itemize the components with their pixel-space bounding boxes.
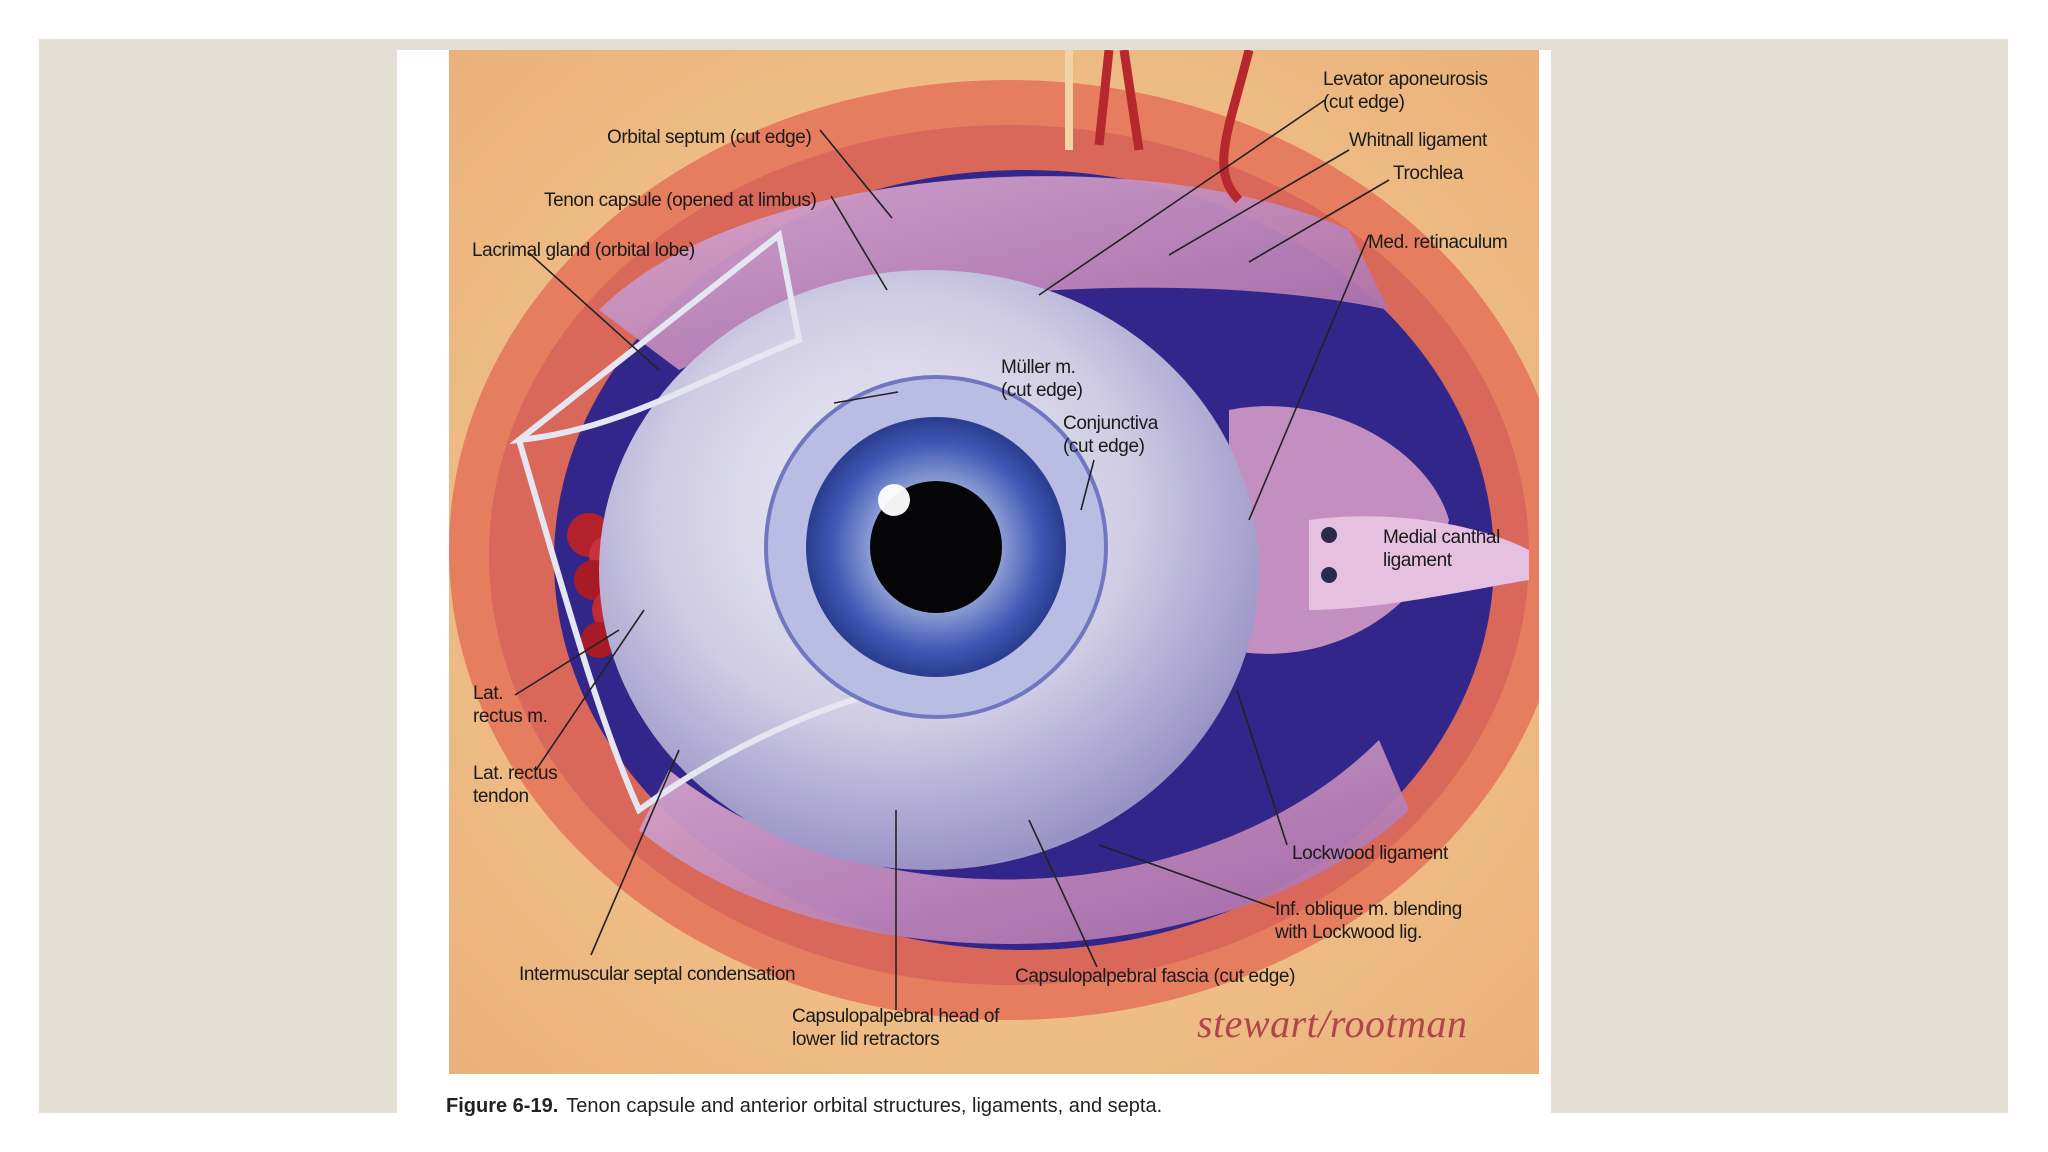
- figure-caption-text: Tenon capsule and anterior orbital struc…: [566, 1095, 1163, 1117]
- pupil: [870, 481, 1002, 613]
- label-orbital-septum: Orbital septum (cut edge): [607, 127, 812, 148]
- label-lat-rectus-m: Lat. rectus m.: [473, 683, 548, 727]
- label-muller-m: Müller m. (cut edge): [1001, 357, 1083, 401]
- label-conjunctiva: Conjunctiva (cut edge): [1063, 413, 1158, 457]
- label-capsulopalpebral-head: Capsulopalpebral head of lower lid retra…: [792, 1006, 999, 1050]
- tenon-capsule-edge: [509, 229, 900, 815]
- label-medial-canthal-ligament: Medial canthal ligament: [1383, 527, 1500, 571]
- corneal-highlight: [878, 484, 910, 516]
- leader-lines: [514, 99, 1390, 1010]
- label-lockwood-ligament: Lockwood ligament: [1292, 843, 1448, 864]
- figure-caption: Figure 6-19. Tenon capsule and anterior o…: [446, 1095, 1162, 1118]
- artist-signature: stewart/rootman: [1197, 1001, 1468, 1046]
- label-lacrimal-gland: Lacrimal gland (orbital lobe): [472, 240, 695, 261]
- figure-number: Figure 6-19.: [446, 1095, 559, 1117]
- label-trochlea: Trochlea: [1393, 163, 1464, 184]
- label-intermuscular-septal: Intermuscular septal condensation: [519, 964, 796, 985]
- label-whitnall-ligament: Whitnall ligament: [1349, 130, 1487, 151]
- label-tenon-capsule: Tenon capsule (opened at limbus): [544, 190, 817, 211]
- lower-fascia: [639, 740, 1409, 945]
- label-lat-rectus-tendon: Lat. rectus tendon: [473, 763, 558, 807]
- label-capsulopalpebral-fascia: Capsulopalpebral fascia (cut edge): [1015, 966, 1296, 987]
- eye-anatomy-illustration: [449, 50, 1539, 1074]
- superior-vessels: [1094, 50, 1254, 204]
- label-levator-aponeurosis: Levator aponeurosis (cut edge): [1323, 69, 1488, 113]
- medial-canthal-ligament: [1309, 516, 1529, 610]
- label-med-retinaculum: Med. retinaculum: [1368, 232, 1508, 253]
- label-inf-oblique: Inf. oblique m. blending with Lockwood l…: [1275, 899, 1462, 943]
